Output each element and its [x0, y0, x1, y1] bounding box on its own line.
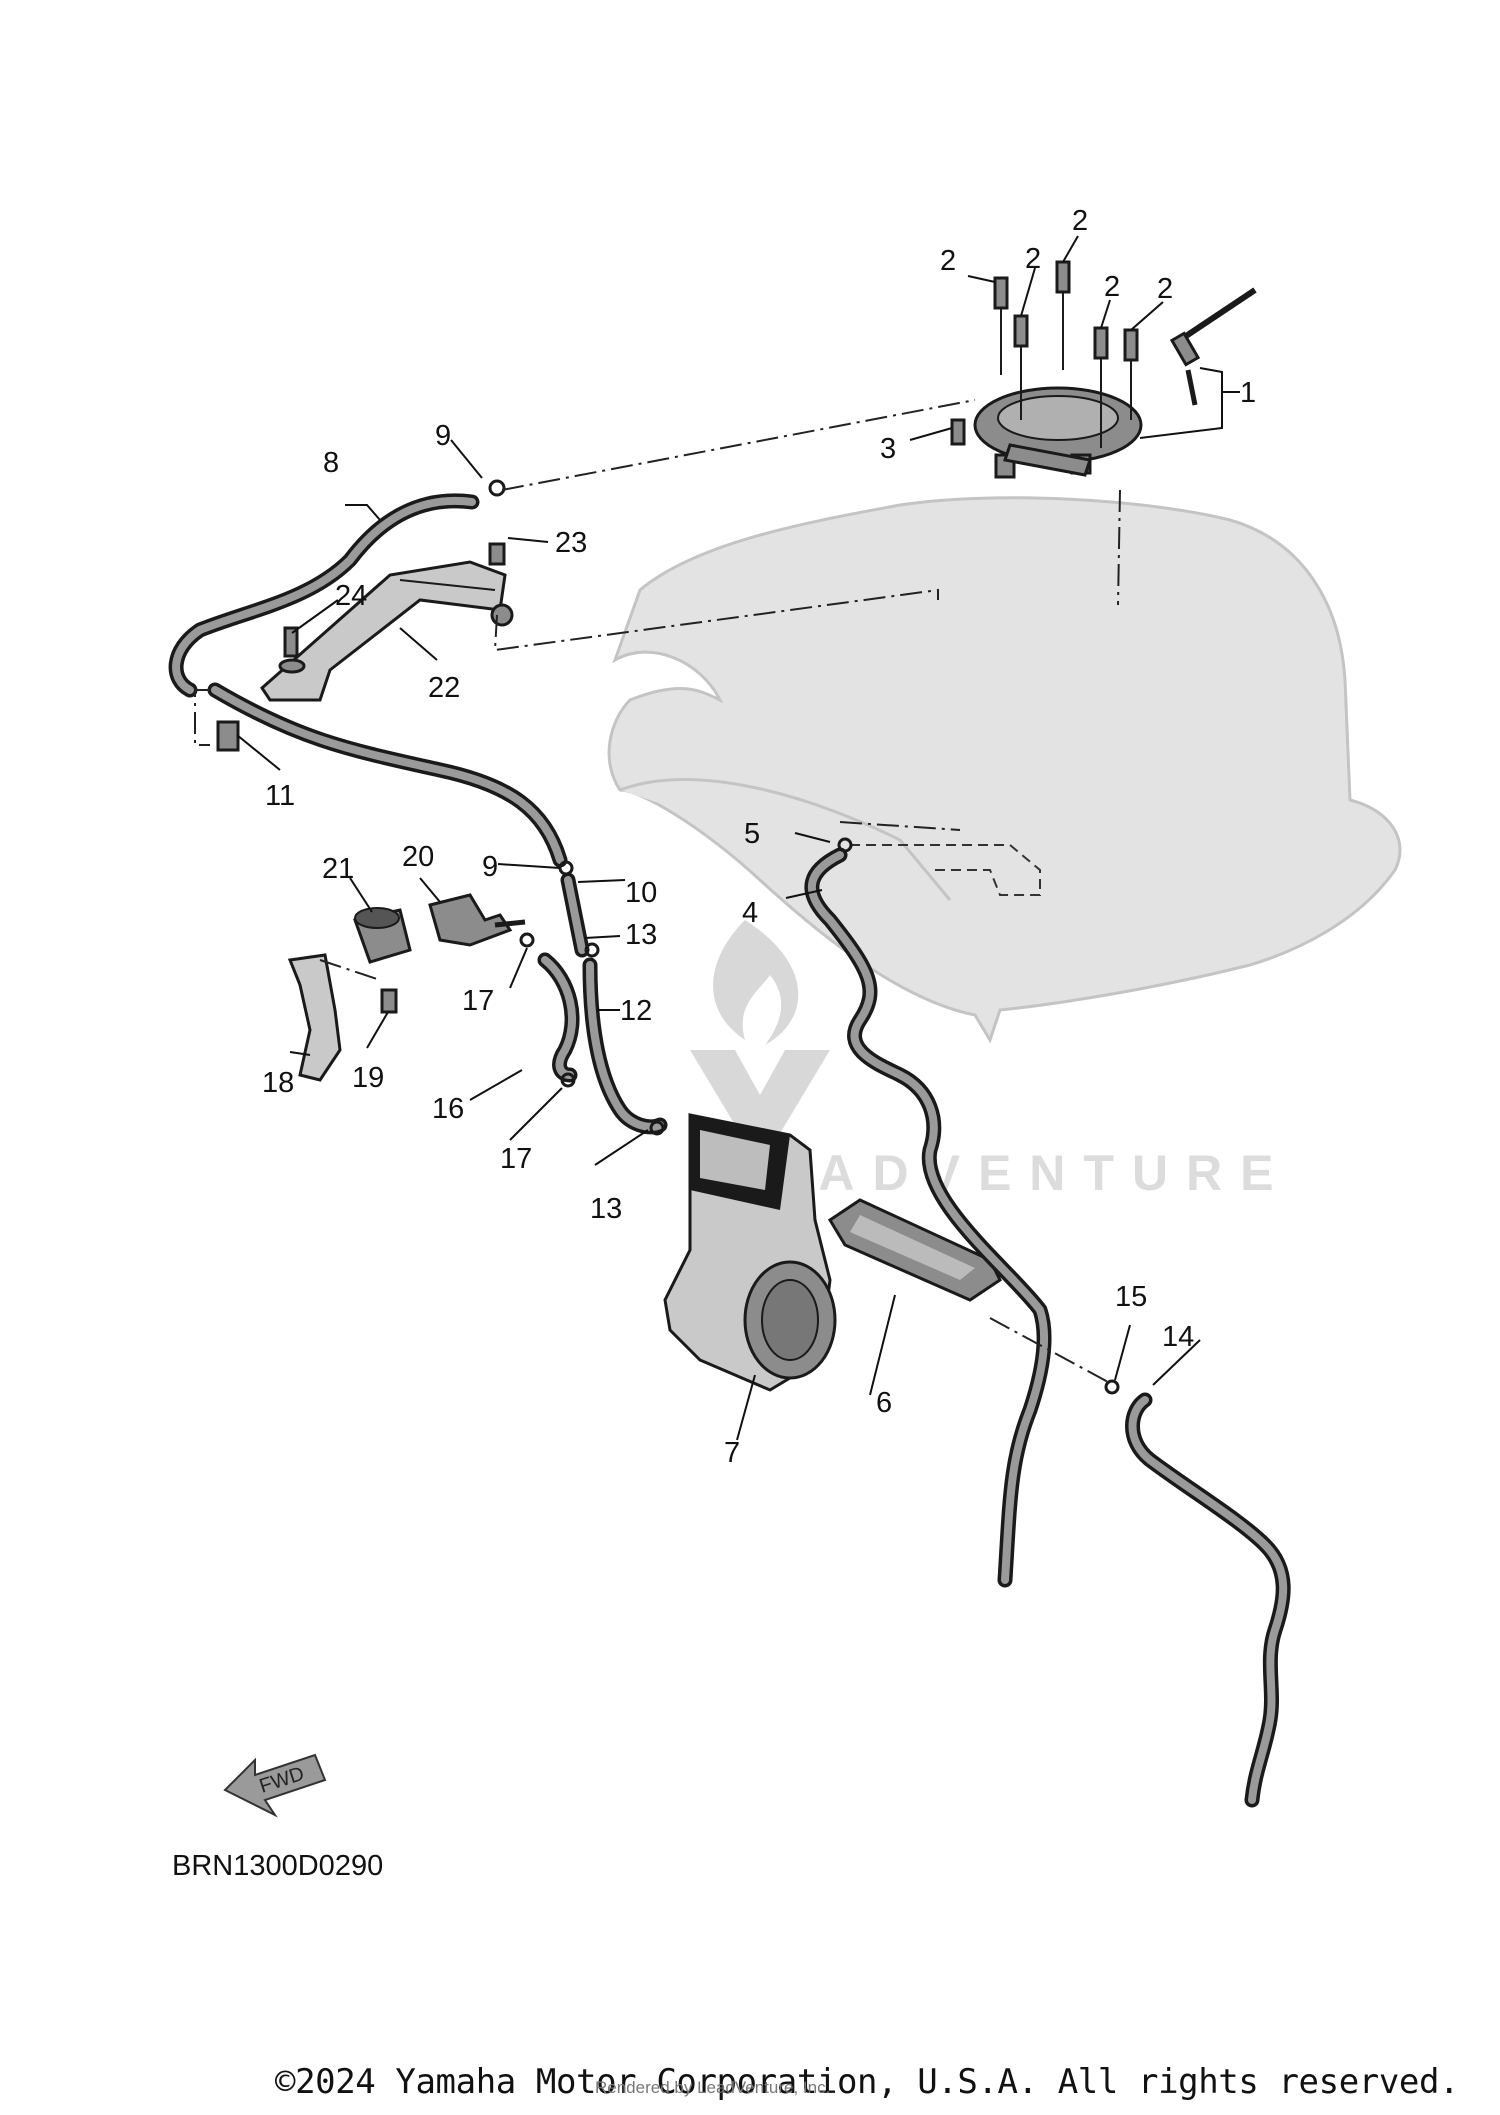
bracket	[260, 542, 514, 702]
callout-22: 22	[428, 672, 460, 704]
bolt-19	[380, 988, 398, 1014]
callout-2: 2	[940, 245, 956, 277]
fuel-tank	[607, 496, 1402, 1044]
hose-clamps	[488, 479, 1120, 1395]
reference-lines	[194, 399, 1121, 1383]
bracket-18	[287, 953, 342, 1082]
hose-4	[804, 847, 1052, 1588]
callout-9: 9	[482, 851, 498, 883]
fuel-cap-assembly	[973, 386, 1143, 479]
callout-2: 2	[1072, 205, 1088, 237]
copyright-notice: ©2024 Yamaha Motor Corporation, U.S.A. A…	[275, 2062, 1460, 2102]
callout-24: 24	[335, 580, 367, 612]
callout-19: 19	[352, 1062, 384, 1094]
callout-6: 6	[876, 1387, 892, 1419]
callout-20: 20	[402, 841, 434, 873]
sensor-20	[428, 893, 526, 947]
callout-18: 18	[262, 1067, 294, 1099]
hose-long-upper	[207, 682, 568, 868]
clip-11	[216, 720, 240, 752]
hose-14	[1125, 1392, 1291, 1808]
callout-2: 2	[1157, 273, 1173, 305]
hose-10	[560, 872, 590, 958]
callout-17: 17	[462, 985, 494, 1017]
callout-2: 2	[1104, 271, 1120, 303]
callout-15: 15	[1115, 1281, 1147, 1313]
callout-5: 5	[744, 818, 760, 850]
callout-12: 12	[620, 995, 652, 1027]
callout-14: 14	[1162, 1321, 1194, 1353]
callout-23: 23	[555, 527, 587, 559]
canister-7	[663, 1113, 837, 1392]
key	[1169, 287, 1257, 406]
callout-11: 11	[265, 780, 295, 812]
hose-16	[537, 952, 580, 1083]
rendered-by-text: Rendered by LeadVenture, Inc.	[595, 2078, 831, 2097]
callout-10: 10	[625, 877, 657, 909]
callout-8: 8	[323, 447, 339, 479]
callout-21: 21	[322, 853, 354, 885]
callout-4: 4	[742, 897, 758, 929]
callout-labels: 1 2 2 2 2 2 3 4 5 6 7 8 9 9 10 11 12 13 …	[262, 205, 1256, 1469]
callout-2: 2	[1025, 243, 1041, 275]
callout-3: 3	[880, 433, 896, 465]
hose-12	[582, 957, 668, 1135]
callout-1: 1	[1240, 377, 1256, 409]
hose-8	[168, 493, 480, 698]
diagram-code: BRN1300D0290	[172, 1850, 384, 1882]
callout-17: 17	[500, 1143, 532, 1175]
callout-9: 9	[435, 420, 451, 452]
callout-13: 13	[625, 919, 657, 951]
forward-arrow-icon: FWD	[223, 1753, 327, 1818]
grommet-21	[353, 907, 412, 964]
callout-13: 13	[590, 1193, 622, 1225]
leader-lines	[236, 235, 1240, 1441]
callout-16: 16	[432, 1093, 464, 1125]
cover-6	[827, 1198, 1002, 1302]
callout-7: 7	[724, 1437, 740, 1469]
